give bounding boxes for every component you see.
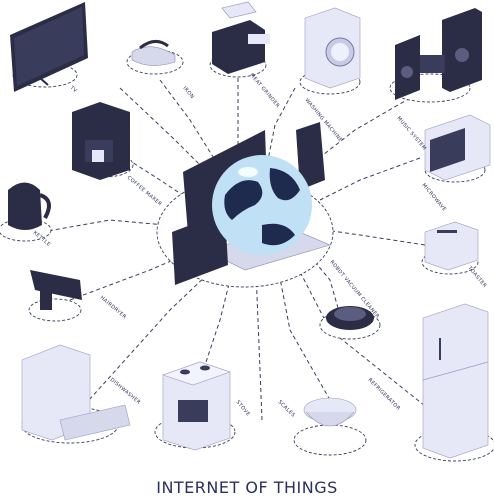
scales-device — [293, 397, 367, 456]
label-microwave: MICROWAVE — [420, 182, 447, 212]
label-dishwasher: DISHWASHER — [109, 377, 142, 406]
label-iron: IRON — [181, 85, 195, 100]
label-coffee-maker: COFFEE MAKER — [126, 175, 163, 208]
label-tv: TV — [68, 84, 78, 94]
label-toaster: TOASTER — [466, 265, 488, 290]
label-stove: STOVE — [234, 399, 251, 417]
page-title: INTERNET OF THINGS — [156, 478, 338, 497]
iron-device — [126, 40, 184, 75]
toaster-device — [421, 221, 479, 275]
microwave-device — [424, 114, 491, 183]
coffee-maker-device — [72, 102, 134, 180]
central-hub — [172, 122, 331, 285]
hairdryer-device — [28, 270, 82, 322]
label-music-system: MUSIC SYSTEM — [395, 115, 427, 151]
tv-device — [10, 2, 88, 92]
washing-machine-device — [299, 7, 361, 95]
label-hairdryer: HAIRDRYER — [99, 295, 128, 321]
robot-vacuum-device — [319, 306, 381, 340]
kettle-device — [0, 182, 52, 242]
meat-grinder-device — [209, 1, 270, 78]
label-scales: SCALES — [277, 399, 297, 419]
stove-device — [154, 361, 236, 451]
music-system-device — [389, 8, 482, 103]
label-meat-grinder: MEAT GRINDER — [248, 72, 280, 109]
refrigerator-device — [414, 303, 494, 462]
dishwasher-device — [21, 344, 131, 444]
